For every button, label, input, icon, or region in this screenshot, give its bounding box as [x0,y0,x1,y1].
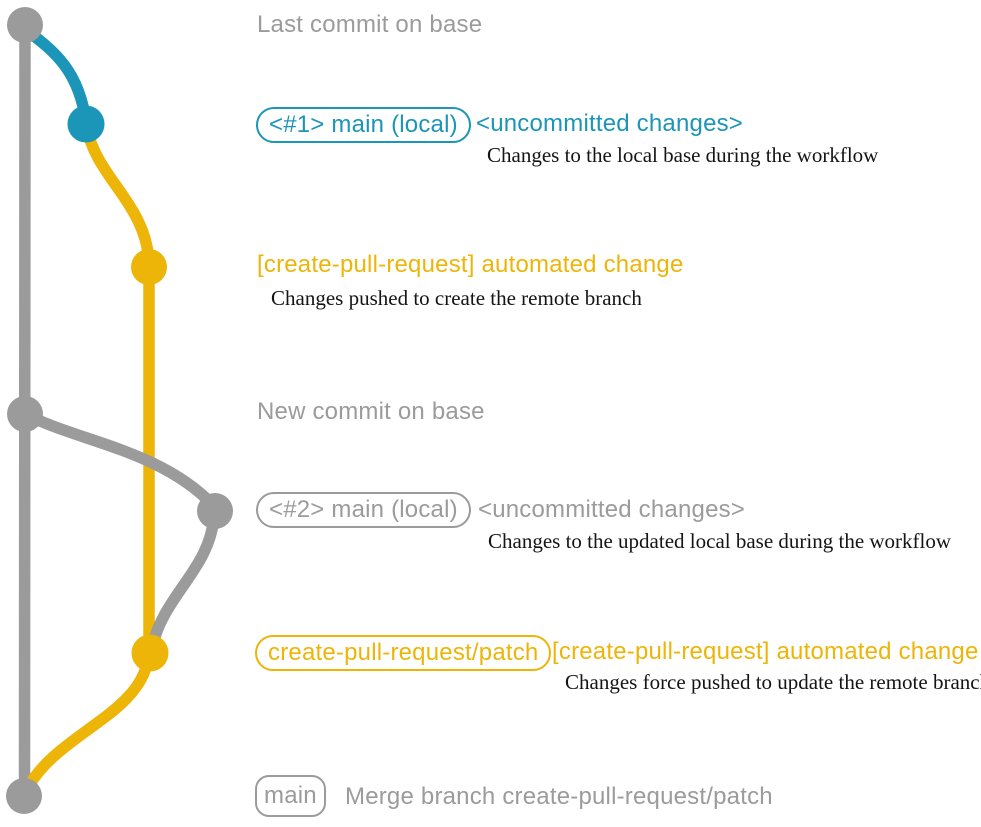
label-uncommitted-changes-2: <uncommitted changes> [478,496,746,523]
commit-dot-automated-change-2 [131,634,169,672]
note-pushed-to-create: Changes pushed to create the remote bran… [271,286,642,310]
rebase-branch-out-line [19,408,219,511]
commit-dot-last-base [7,7,43,43]
patch-branch-line [81,122,155,659]
commit-dot-merge-main [6,778,42,814]
label-last-commit-on-base: Last commit on base [257,11,483,38]
label-new-commit-on-base: New commit on base [257,398,485,425]
commit-dot-automated-change-1 [131,249,167,285]
patch-merge-line [20,653,154,797]
note-updated-local-base-changes: Changes to the updated local base during… [488,529,952,553]
label-automated-change-1: [create-pull-request] automated change [257,251,684,278]
label-automated-change-2: [create-pull-request] automated change [552,638,979,665]
branch-badge-main-local-2: <#2> main (local) [256,492,471,528]
commit-dot-new-base [7,396,43,432]
note-local-base-changes: Changes to the local base during the wor… [487,143,879,167]
label-uncommitted-changes-1: <uncommitted changes> [476,110,744,137]
commit-dot-main-local-2 [197,493,233,529]
branch-badge-patch: create-pull-request/patch [255,635,552,671]
branch-badge-main: main [255,775,326,817]
commit-dot-main-local-1 [67,105,105,143]
label-merge-branch: Merge branch create-pull-request/patch [345,783,773,810]
note-force-pushed-update: Changes force pushed to update the remot… [565,670,981,694]
rebase-branch-merge-line [146,510,220,654]
branch-badge-main-local-1: <#1> main (local) [256,107,471,143]
